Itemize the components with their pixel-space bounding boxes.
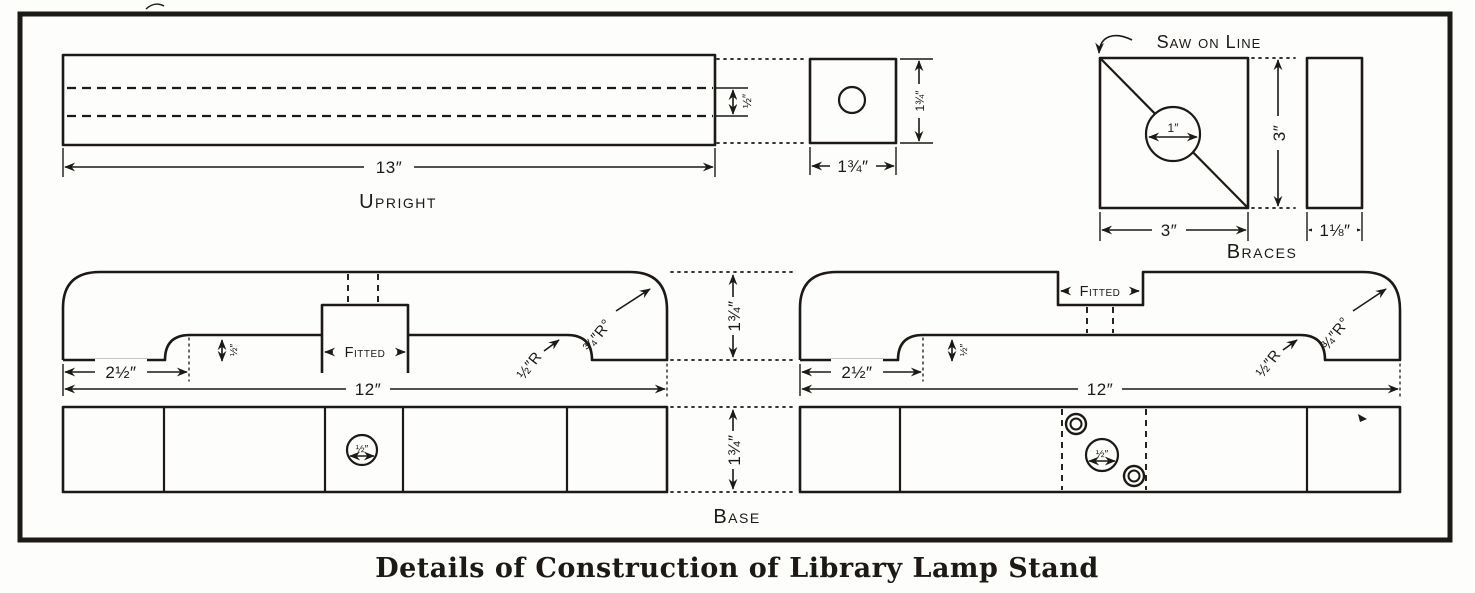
base-right-plan-view: ½″ [798,405,1402,494]
fitted-callout-left: Fitted [324,345,406,361]
foot-dim: 2½″ [105,363,136,382]
length-dimension-left: 12″ [62,363,668,400]
brace-hole-dimension: 1″ [1148,120,1198,142]
plan-left-outline [61,405,669,494]
base-right-outline [798,270,1402,362]
step-radius-label: ½″R [1253,347,1285,381]
cord-hole-dimension-right: ½″ [1088,448,1116,466]
brace-height-dim: 3″ [1270,125,1289,141]
step-dimension-right: ½″ [947,339,970,362]
base-side-height-dimension: 1¾″ [670,271,797,361]
upright-label: Upright [359,191,437,213]
brace-width-dim: 3″ [1161,221,1177,240]
screw-hole [1064,412,1088,436]
brace-thickness-dim: 1⅛″ [1319,221,1350,240]
section-width-dim: 1¾″ [837,157,868,176]
length-dimension-right: 12″ [799,363,1401,400]
upright-view: ½″ 13″ Upright [61,53,755,213]
section-outline [808,57,898,145]
foot-dimension-right: 2½″ [801,337,924,383]
base-left-plan-view: ½″ [61,405,669,494]
brace-hole-dim: 1″ [1168,121,1180,135]
step-radius-label: ½″R [514,349,546,383]
plan-right-outline [798,405,1402,494]
corner-radius-callout-left: ¾″R° [580,288,651,355]
cord-hole-dim: ½″ [1096,448,1109,460]
base-right-side-view: Fitted 2½″ 12″ ½″ ½″R ¾″R° [798,270,1402,400]
section-width-dimension: 1¾″ [809,147,897,176]
step-radius-callout-right: ½″R [1253,339,1298,381]
screw-hole-inner [1069,417,1083,431]
pen-mark [145,3,165,10]
brace-thickness-dimension: 1⅛″ [1306,212,1363,241]
base-plan-width-dim: 1¾″ [725,434,744,465]
step-radius-callout-left: ½″R [514,339,560,383]
screw-hole-inner [1127,469,1141,483]
length-dim: 12″ [355,380,381,399]
upright-groove-dimension: ½″ [715,87,755,117]
saw-note-leader [1095,34,1133,54]
step-dim: ½″ [228,343,240,356]
base-label: Base [713,506,760,528]
base-left-side-view: Fitted 2½″ 12″ ½″ ½″R ¾″R° [61,270,669,400]
base-plan-width-dimension: 1¾″ [670,406,798,493]
brace-edge-outline [1305,56,1364,210]
fitted-label: Fitted [345,345,386,361]
foot-dim: 2½″ [841,363,872,382]
upright-length-dim: 13″ [376,158,402,177]
upright-outline [61,53,717,147]
fitted-callout-right: Fitted [1060,284,1140,300]
brace-height-dimension: 3″ [1251,57,1296,209]
fitted-label: Fitted [1080,284,1121,300]
corner-radius-callout-right: ¾″R° [1318,288,1387,353]
corner-radius-label: ¾″R° [1318,314,1354,353]
section-thickness-dimension: 1¾″ [900,58,933,144]
brace-width-dimension: 3″ [1099,212,1249,241]
cord-hole-dim: ½″ [356,443,369,455]
saw-note: Saw on Line [1157,32,1262,52]
upright-groove-dim: ½″ [740,93,754,108]
figure-caption: Details of Construction of Library Lamp … [375,553,1099,584]
brace-face-outline [1098,56,1250,210]
drawing-border [17,3,1453,543]
corner-radius-label: ¾″R° [580,316,616,355]
fitted-joint-box [320,303,410,373]
foot-dimension-left: 2½″ [64,337,190,383]
ink-mark [1358,414,1367,422]
section-thickness-dim: 1¾″ [913,90,927,112]
braces-view: 1″ Saw on Line 3″ 3″ 1⅛″ Braces [1095,32,1364,263]
upright-length-dimension: 13″ [62,148,716,178]
step-dim: ½″ [958,343,970,356]
base-side-height-dim: 1¾″ [725,300,744,331]
length-dim: 12″ [1087,380,1113,399]
base-left-outline [61,270,669,362]
upright-section-view: 1¾″ 1¾″ [716,57,933,176]
cord-hole-dimension-left: ½″ [349,443,375,461]
braces-label: Braces [1227,241,1298,263]
screw-hole [1122,464,1146,488]
wire-hole [837,85,867,115]
step-dimension-left: ½″ [217,339,240,362]
